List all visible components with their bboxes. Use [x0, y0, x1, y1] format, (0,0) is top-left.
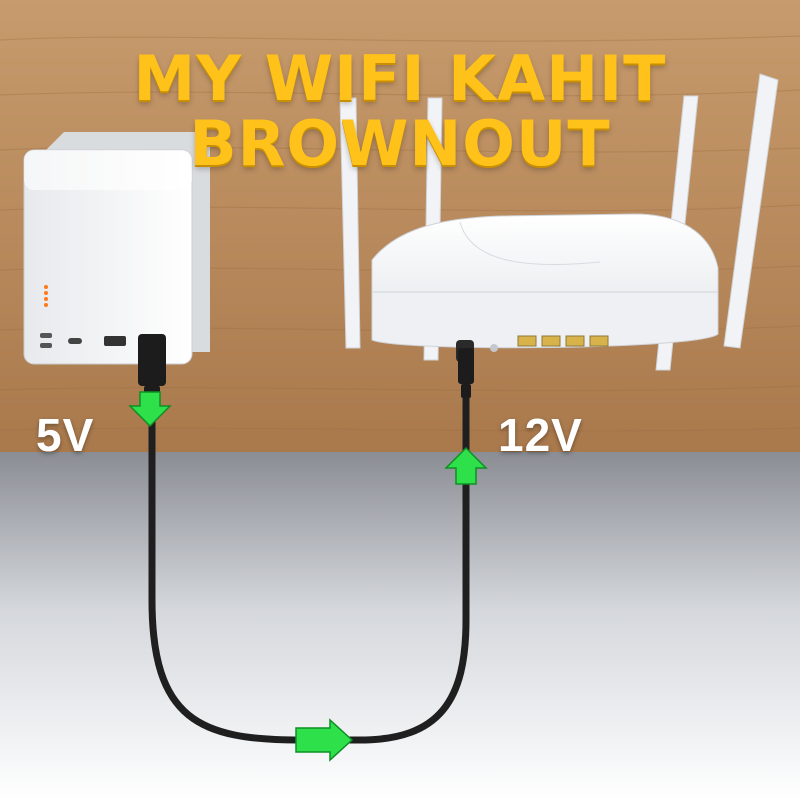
power-bank	[23, 132, 210, 365]
charge-leds	[44, 285, 48, 307]
table-front	[0, 452, 800, 800]
headline-line-2: BROWNOUT	[189, 107, 611, 181]
output-voltage-label: 12V	[498, 409, 583, 461]
lan-ports	[517, 335, 609, 347]
headline-line-1: MY WIFI KAHIT	[133, 42, 667, 115]
lightning-arrow-icon	[128, 391, 488, 762]
input-voltage-label: 5V	[36, 409, 95, 461]
headline: MY WIFI KAHIT BROWNOUT	[0, 46, 800, 176]
dc-plug	[458, 348, 474, 398]
wifi-router	[371, 213, 719, 362]
